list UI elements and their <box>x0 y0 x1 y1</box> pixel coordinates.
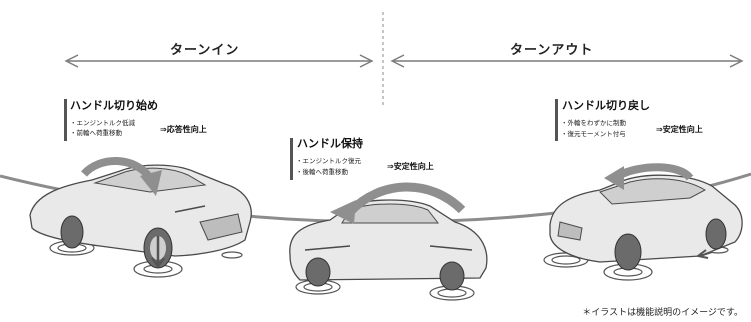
turn-out-arrow <box>390 54 744 68</box>
phase-label-turn-in: ターンイン <box>170 43 240 58</box>
stage-result: ⇒応答性向上 <box>160 125 207 134</box>
stage-title-steer-return: ハンドル切り戻し <box>562 99 650 112</box>
stage-title-steer-hold: ハンドル保持 <box>297 137 363 150</box>
stage-result: ⇒安定性向上 <box>656 125 703 134</box>
car-hold <box>289 182 488 301</box>
stage-result: ⇒安定性向上 <box>387 162 434 171</box>
turn-in-arrow <box>64 54 374 68</box>
stage-bar <box>290 138 293 180</box>
stage-bullet: ・復元モーメント付与 <box>561 130 626 138</box>
stage-bar <box>64 99 67 141</box>
stage-bullet: ・外輪をわずかに制動 <box>561 119 626 127</box>
stage-bar <box>555 99 558 141</box>
stage-title-steer-start: ハンドル切り始め <box>70 99 158 112</box>
stage-bullet: ・前輪へ荷重移動 <box>70 129 122 137</box>
footnote: ＊イラストは機能説明のイメージです。 <box>582 308 743 318</box>
stage-bullet: ・エンジントルク復元 <box>296 157 361 165</box>
car-turn-in <box>29 157 252 278</box>
car-turn-out <box>543 163 743 281</box>
stage-bullet: ・エンジントルク低減 <box>70 119 135 127</box>
stage-bullet: ・後輪へ荷重移動 <box>296 168 348 176</box>
phase-label-turn-out: ターンアウト <box>510 43 594 58</box>
